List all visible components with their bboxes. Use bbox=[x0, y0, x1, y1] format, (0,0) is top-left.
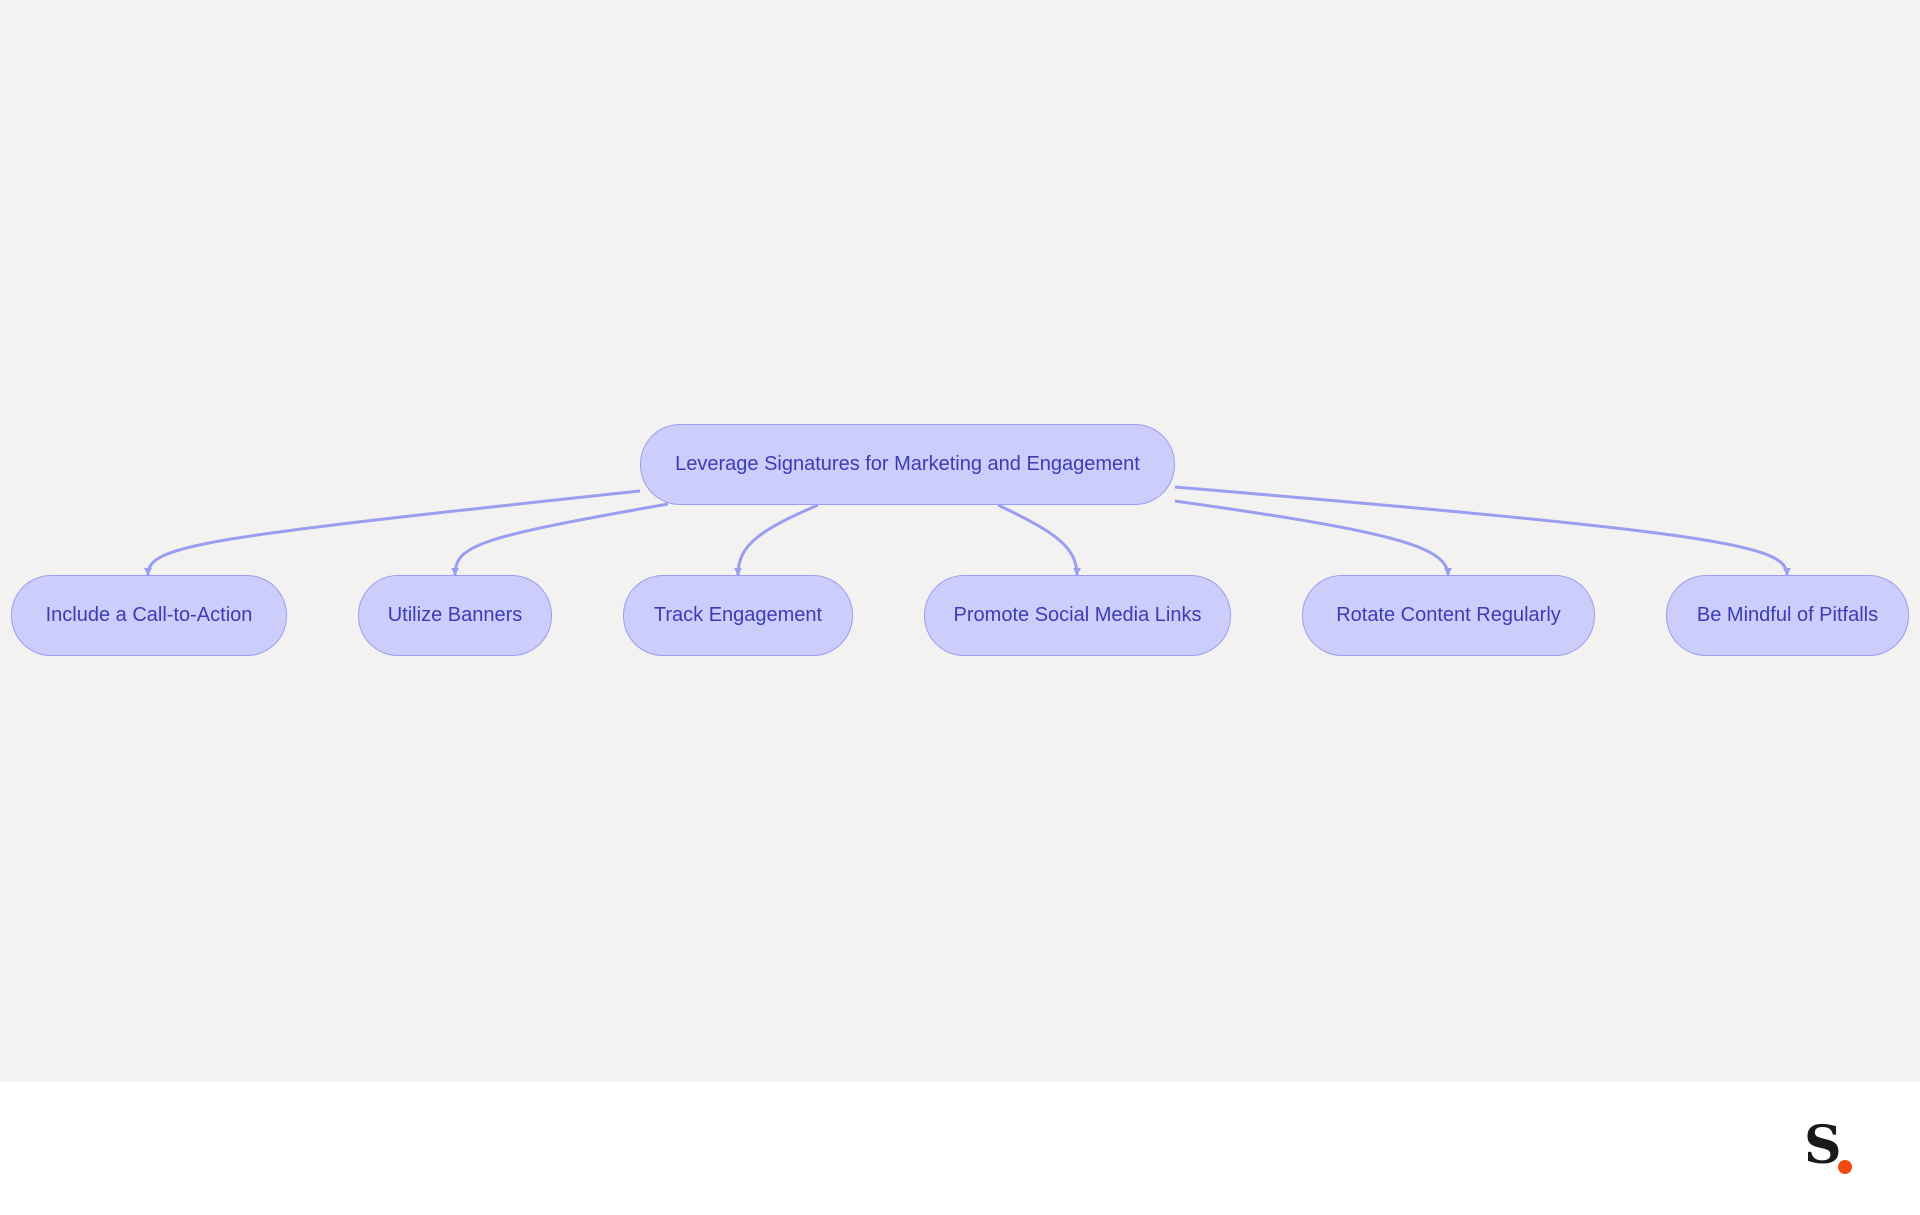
root-node[interactable]: Leverage Signatures for Marketing and En… bbox=[640, 424, 1175, 505]
footer-bar bbox=[0, 1082, 1920, 1215]
edge-root-to-child-5 bbox=[1174, 485, 1791, 576]
logo-dot bbox=[1838, 1160, 1852, 1174]
child-node-call-to-action[interactable]: Include a Call-to-Action bbox=[11, 575, 287, 656]
child-node-rotate-content[interactable]: Rotate Content Regularly bbox=[1302, 575, 1595, 656]
edge-root-to-child-3 bbox=[997, 503, 1081, 576]
root-node-label: Leverage Signatures for Marketing and En… bbox=[675, 453, 1140, 475]
child-node-label: Include a Call-to-Action bbox=[45, 604, 253, 626]
child-node-label: Utilize Banners bbox=[387, 604, 523, 626]
child-node-label: Promote Social Media Links bbox=[953, 604, 1202, 626]
brand-logo-icon: S bbox=[1804, 1120, 1864, 1176]
child-node-label: Track Engagement bbox=[653, 604, 823, 626]
edge-root-to-child-2 bbox=[734, 503, 819, 576]
child-node-utilize-banners[interactable]: Utilize Banners bbox=[358, 575, 552, 656]
child-node-track-engagement[interactable]: Track Engagement bbox=[623, 575, 853, 656]
child-node-label: Be Mindful of Pitfalls bbox=[1696, 604, 1879, 626]
diagram-edges bbox=[144, 485, 1791, 576]
diagram-canvas: Leverage Signatures for Marketing and En… bbox=[0, 0, 1920, 1082]
edge-root-to-child-4 bbox=[1174, 499, 1452, 576]
edge-root-to-child-0 bbox=[144, 489, 641, 576]
child-node-mindful-of-pitfalls[interactable]: Be Mindful of Pitfalls bbox=[1666, 575, 1909, 656]
logo-letter: S bbox=[1804, 1115, 1842, 1176]
edge-root-to-child-1 bbox=[451, 502, 669, 576]
child-node-label: Rotate Content Regularly bbox=[1336, 604, 1561, 626]
child-node-social-media-links[interactable]: Promote Social Media Links bbox=[924, 575, 1231, 656]
